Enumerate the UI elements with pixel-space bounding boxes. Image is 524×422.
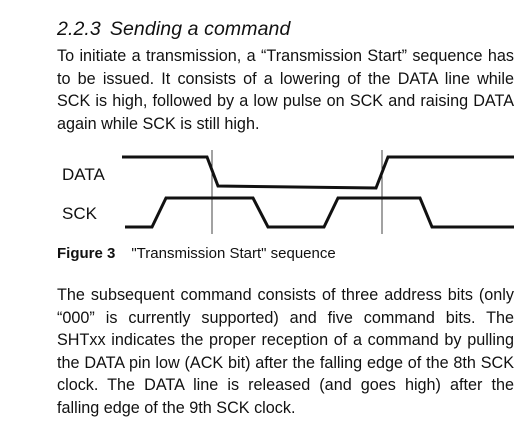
sck-signal-label: SCK (62, 204, 98, 223)
section-number: 2.2.3 (57, 18, 101, 40)
timing-diagram: DATA SCK (62, 150, 514, 234)
section-heading: 2.2.3 Sending a command (57, 18, 290, 41)
figure-caption: Figure 3 "Transmission Start" sequence (57, 245, 336, 262)
sck-waveform (125, 196, 514, 229)
figure-caption-text: "Transmission Start" sequence (131, 245, 336, 262)
command-paragraph: The subsequent command consists of three… (57, 286, 514, 417)
data-signal-label: DATA (62, 165, 105, 184)
data-waveform (122, 155, 514, 190)
section-title: Sending a command (109, 18, 291, 40)
intro-paragraph: To initiate a transmission, a “Transmiss… (57, 47, 514, 133)
figure-label: Figure 3 (57, 245, 116, 262)
